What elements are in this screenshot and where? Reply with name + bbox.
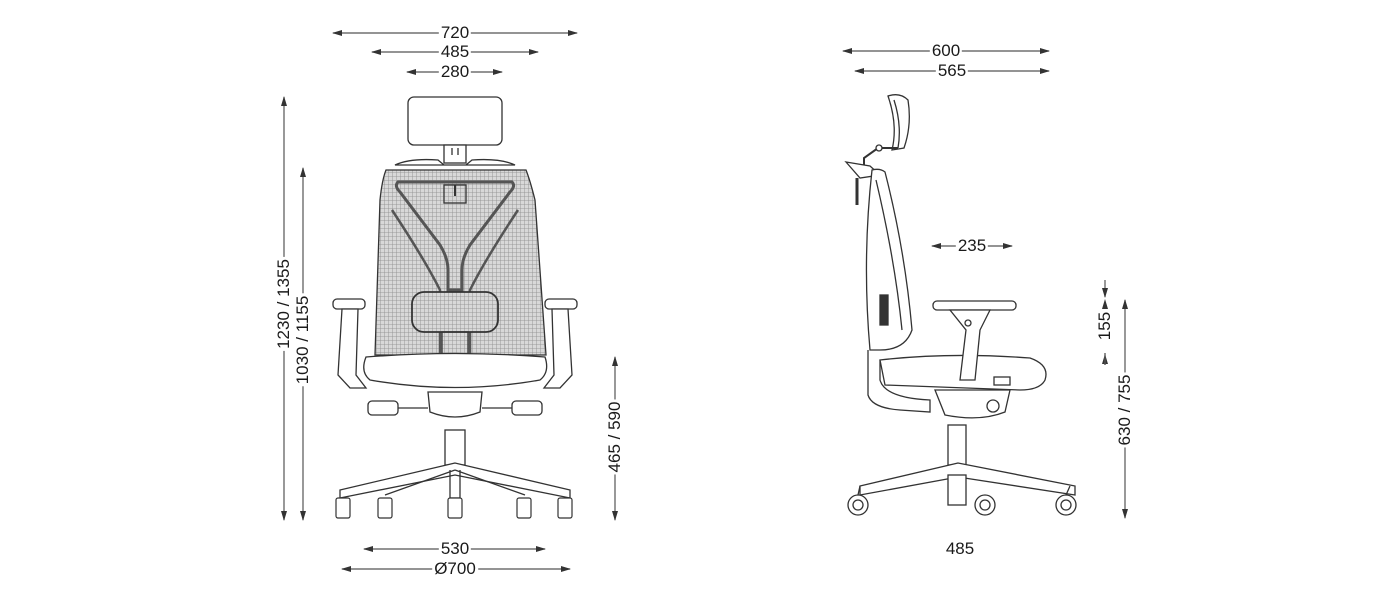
dim-armrest-adjustment: 155 [1095, 309, 1114, 343]
casters-front [335, 497, 573, 519]
headrest-front [407, 96, 503, 146]
dim-base-diameter: Ø700 [432, 559, 478, 578]
dim-seat-width: 530 [438, 539, 472, 558]
dim-armrest-length: 235 [955, 236, 989, 255]
seat-front [363, 352, 548, 389]
dim-seat-depth: 485 [943, 539, 977, 558]
dim-height-no-headrest: 1030 / 1155 [293, 293, 312, 387]
dim-headrest-width: 280 [438, 62, 472, 81]
dim-depth: 565 [935, 61, 969, 80]
dim-backrest-width: 485 [438, 42, 472, 61]
dim-seat-height: 465 / 590 [605, 399, 624, 475]
lumbar-support [411, 291, 499, 333]
front-view-chair [332, 96, 578, 519]
dim-overall-depth: 600 [929, 41, 963, 60]
dim-total-height: 1230 / 1355 [274, 257, 293, 351]
dim-armrest-height: 630 / 755 [1115, 372, 1134, 448]
side-view-chair [844, 94, 1106, 516]
dim-overall-width: 720 [438, 23, 472, 42]
